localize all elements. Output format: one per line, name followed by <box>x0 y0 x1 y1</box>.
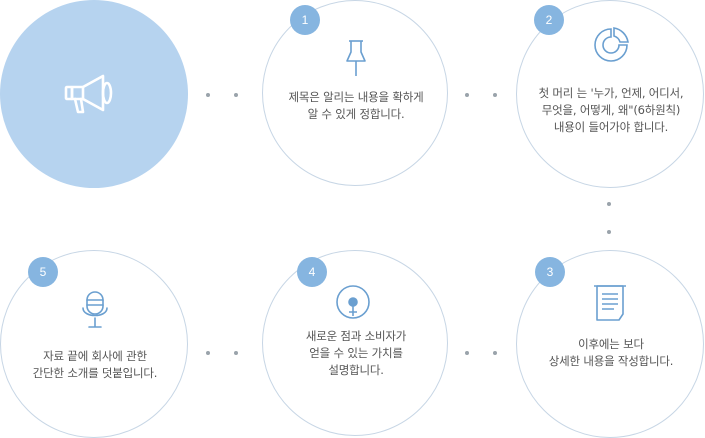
step-5-line-1: 자료 끝에 회사에 관한 <box>43 349 147 363</box>
step-3-text: 이후에는 보다 상세한 내용을 작성합니다. <box>521 336 701 370</box>
step-4-badge: 4 <box>297 257 327 287</box>
connector-dot <box>234 351 238 355</box>
step-1-circle: 제목은 알리는 내용을 확하게 알 수 있게 정합니다. <box>262 0 448 186</box>
connector-dot <box>607 202 611 206</box>
pushpin-icon <box>343 39 369 77</box>
hero-circle <box>0 0 188 188</box>
connector-dot <box>465 351 469 355</box>
donut-chart-icon <box>593 27 629 63</box>
connector-dot <box>206 351 210 355</box>
step-5-line-2: 간단한 소개를 덧붙입니다. <box>32 366 158 380</box>
connector-dot <box>493 93 497 97</box>
touch-icon <box>335 284 373 322</box>
connector-dot <box>206 93 210 97</box>
step-4-line-3: 설명합니다. <box>328 363 384 377</box>
connector-dot <box>493 351 497 355</box>
step-3-line-1: 이후에는 보다 <box>578 337 644 351</box>
megaphone-icon <box>63 72 125 116</box>
step-3-line-2: 상세한 내용을 작성합니다. <box>548 354 674 368</box>
microphone-icon <box>81 290 109 330</box>
document-icon <box>593 284 627 322</box>
step-1-badge: 1 <box>290 5 320 35</box>
step-2-line-3: 내용이 들어가야 합니다. <box>553 120 669 134</box>
step-4-line-2: 얻을 수 있는 가치를 <box>309 346 403 360</box>
step-2-circle: 첫 머리 는 '누가, 언제, 어디서, 무엇을, 어떻게, 왜"(6하원칙) … <box>516 0 704 188</box>
step-4-line-1: 새로운 점과 소비자가 <box>305 329 407 343</box>
connector-dot <box>234 93 238 97</box>
connector-dot <box>607 230 611 234</box>
step-1-line-2: 알 수 있게 정합니다. <box>307 107 405 121</box>
step-2-badge: 2 <box>534 5 564 35</box>
step-4-text: 새로운 점과 소비자가 얻을 수 있는 가치를 설명합니다. <box>266 328 446 379</box>
step-5-badge: 5 <box>28 257 58 287</box>
connector-dot <box>465 93 469 97</box>
step-3-badge: 3 <box>535 257 565 287</box>
step-2-line-2: 무엇을, 어떻게, 왜"(6하원칙) <box>541 103 681 117</box>
step-5-circle: 자료 끝에 회사에 관한 간단한 소개를 덧붙입니다. <box>0 250 188 438</box>
step-2-line-1: 첫 머리 는 '누가, 언제, 어디서, <box>538 86 684 100</box>
step-1-line-1: 제목은 알리는 내용을 확하게 <box>288 90 424 104</box>
step-1-text: 제목은 알리는 내용을 확하게 알 수 있게 정합니다. <box>266 89 446 123</box>
step-5-text: 자료 끝에 회사에 관한 간단한 소개를 덧붙입니다. <box>5 348 185 382</box>
step-4-circle: 새로운 점과 소비자가 얻을 수 있는 가치를 설명합니다. <box>262 250 448 436</box>
step-2-text: 첫 머리 는 '누가, 언제, 어디서, 무엇을, 어떻게, 왜"(6하원칙) … <box>521 85 701 136</box>
